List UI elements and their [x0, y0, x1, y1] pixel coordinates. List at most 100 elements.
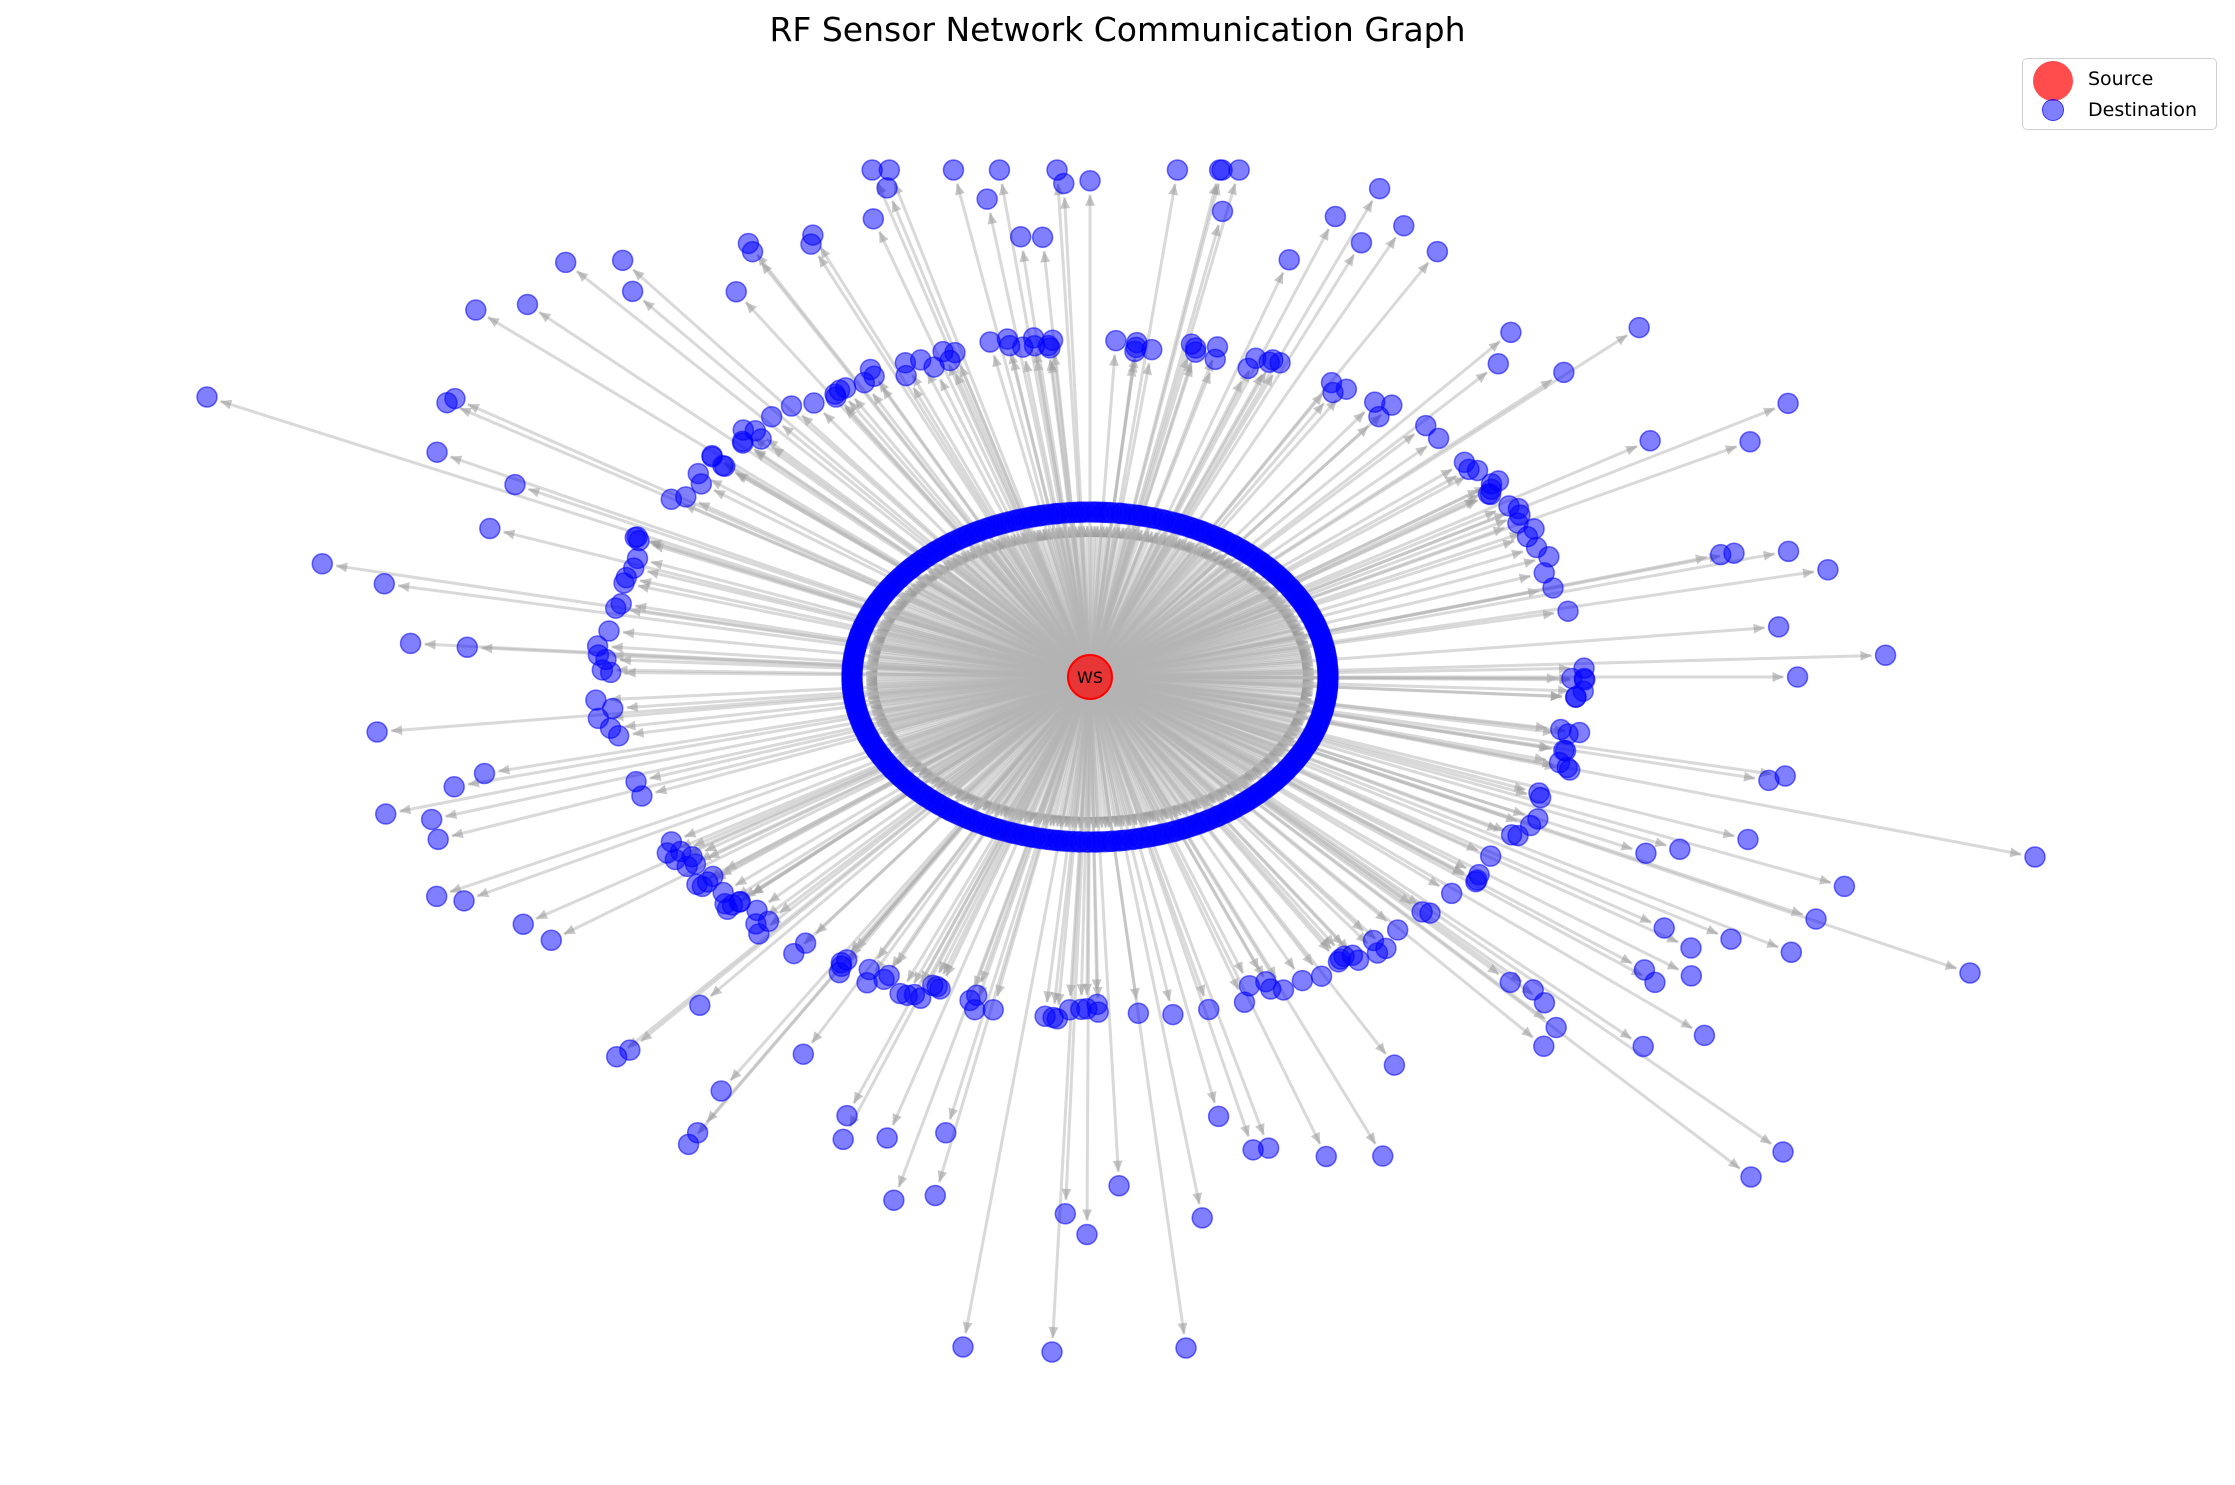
edge: [955, 183, 1092, 678]
edge: [451, 675, 1091, 838]
edge-arrowhead: [1511, 549, 1524, 560]
destination-node: [1125, 336, 1147, 359]
edge-arrowhead: [948, 1107, 959, 1120]
edge: [575, 269, 1091, 679]
edge-arrowhead: [1262, 374, 1273, 387]
edge-arrowhead: [611, 642, 623, 653]
edge: [819, 246, 1092, 678]
destination-node: [1208, 159, 1231, 181]
edge-arrowhead: [626, 701, 639, 712]
edge-arrowhead: [649, 771, 662, 781]
destination-node: [311, 553, 334, 575]
edge-arrowhead: [1048, 1326, 1059, 1339]
edge-arrowhead: [503, 529, 516, 540]
edge: [459, 406, 1091, 679]
edge-arrowhead: [710, 480, 723, 490]
destination-node: [585, 689, 607, 711]
edge-arrowhead: [1227, 183, 1237, 196]
edge: [1089, 570, 1815, 679]
edge-arrowhead: [1515, 786, 1528, 796]
destination-node: [757, 910, 780, 933]
edge: [481, 646, 1091, 679]
edge-arrowhead: [1666, 960, 1679, 970]
destination-node: [802, 224, 824, 246]
destination-node: [729, 890, 752, 913]
edge-arrowhead: [1076, 984, 1087, 996]
destination-node: [1383, 1054, 1406, 1076]
destination-node: [982, 998, 1004, 1021]
edge-arrowhead: [1343, 254, 1355, 267]
edge-arrowhead: [713, 490, 726, 500]
destination-node: [456, 636, 478, 658]
destination-node: [895, 364, 917, 387]
destination-node: [675, 486, 697, 508]
edge-arrowhead: [1724, 445, 1737, 455]
edge-arrowhead: [907, 969, 918, 982]
edge: [1089, 552, 1776, 679]
destination-node: [1105, 329, 1127, 352]
edge-arrowhead: [1054, 993, 1065, 1005]
destination-node: [1468, 863, 1490, 886]
edge-arrowhead: [399, 804, 412, 815]
destination-node: [1777, 392, 1799, 415]
edge-arrowhead: [745, 302, 757, 314]
edge: [948, 676, 1092, 1120]
edge-arrowhead: [1766, 938, 1779, 948]
destination-node: [988, 159, 1011, 181]
destination-node: [1046, 159, 1068, 181]
edge-arrowhead: [1351, 919, 1364, 931]
destination-node: [1191, 1207, 1213, 1229]
destination-node: [1419, 902, 1441, 924]
destination-node: [610, 592, 632, 615]
edge-arrowhead: [1256, 372, 1266, 385]
destination-node: [921, 974, 944, 997]
edge-arrowhead: [891, 200, 902, 213]
edge-arrowhead: [616, 665, 628, 676]
destination-node: [1386, 919, 1409, 941]
destination-node: [1777, 540, 1800, 563]
destination-node: [1720, 928, 1742, 950]
destination-node: [828, 961, 851, 984]
destination-node: [479, 517, 501, 540]
edge-arrowhead: [1453, 477, 1466, 487]
destination-node: [862, 208, 885, 230]
edge-arrowhead: [914, 971, 924, 984]
edge-arrowhead: [779, 902, 792, 913]
destination-node: [863, 365, 885, 387]
destination-node: [1427, 427, 1450, 450]
destination-node: [656, 842, 679, 864]
edge-arrowhead: [576, 271, 589, 282]
edge-arrowhead: [754, 450, 767, 462]
destination-node: [1817, 559, 1839, 581]
edge-arrowhead: [1944, 960, 1957, 970]
edge-arrowhead: [1494, 519, 1507, 529]
edge: [1088, 261, 1430, 678]
edge-arrowhead: [624, 667, 636, 678]
edge: [1089, 407, 1776, 679]
destination-node: [1350, 232, 1373, 254]
destination-node: [792, 1043, 815, 1065]
edge-arrowhead: [624, 720, 636, 731]
edge: [1089, 675, 1680, 971]
edge-arrowhead: [957, 554, 970, 566]
edge-arrowhead: [772, 447, 785, 458]
edge: [729, 676, 1092, 1082]
destination-node: [689, 994, 711, 1016]
destination-node: [516, 293, 539, 316]
edge-arrowhead: [498, 764, 510, 775]
edge-arrowhead: [1043, 990, 1054, 1003]
destination-node: [1680, 965, 1703, 987]
destination-node: [1628, 316, 1650, 339]
edge-arrowhead: [897, 1175, 908, 1188]
destination-node: [1415, 414, 1437, 437]
destination-node: [1786, 666, 1809, 688]
destination-node: [1368, 177, 1391, 200]
edge-arrowhead: [536, 909, 549, 919]
destination-node: [760, 405, 783, 428]
edge: [1089, 675, 1534, 1039]
edge-arrowhead: [336, 562, 348, 573]
edge-arrowhead: [1483, 510, 1497, 520]
destination-node: [1207, 1105, 1230, 1128]
edge: [964, 676, 1092, 1334]
edge-arrowhead: [1550, 690, 1563, 701]
